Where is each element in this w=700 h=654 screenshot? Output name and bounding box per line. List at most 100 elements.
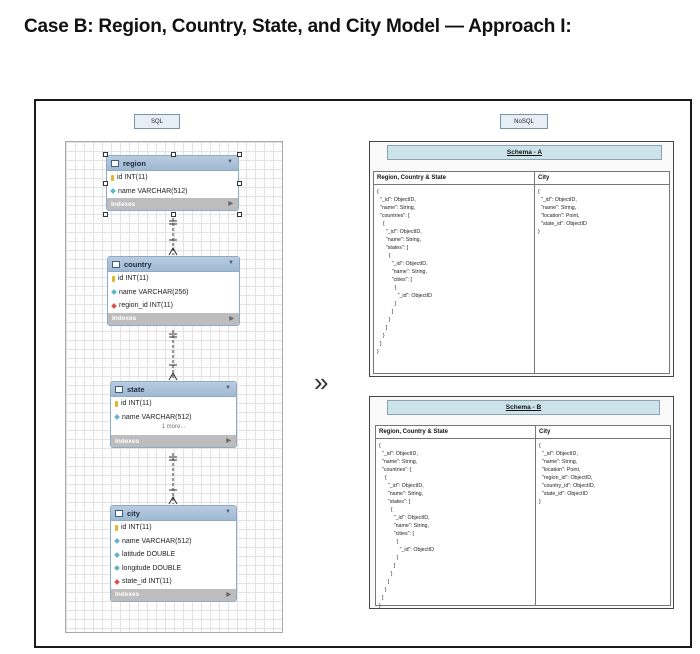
- nosql-label: NoSQL: [500, 114, 548, 129]
- primary-key-icon: [112, 275, 115, 282]
- column-icon: [111, 289, 117, 296]
- column-label: id INT(11): [121, 400, 152, 408]
- indexes-bar[interactable]: Indexes ▶: [111, 588, 236, 601]
- schema-title: Schema - B: [387, 400, 660, 415]
- many-marker: [168, 371, 178, 381]
- table-header[interactable]: state ▼: [111, 382, 236, 397]
- column-label: id INT(11): [117, 174, 148, 182]
- primary-key-icon: [115, 400, 118, 407]
- column-row: name VARCHAR(512): [111, 411, 236, 425]
- column-row: longitude DOUBLE: [111, 562, 236, 576]
- column-row: name VARCHAR(256): [108, 286, 239, 300]
- column-row: id INT(11): [108, 272, 239, 286]
- schema-column-left: Region, Country & State { "_id": ObjectI…: [375, 425, 536, 609]
- column-label: state_id INT(11): [122, 578, 172, 586]
- schema-title: Schema - A: [387, 145, 662, 160]
- column-row: region_id INT(11): [108, 299, 239, 313]
- table-icon: [111, 159, 119, 167]
- collapse-icon[interactable]: ▼: [227, 159, 233, 165]
- more-columns-link[interactable]: 1 more...: [161, 424, 186, 430]
- many-marker: [168, 246, 178, 256]
- column-heading: City: [536, 426, 670, 439]
- table-region[interactable]: region ▼ id INT(11) name VARCHAR(512) Ind…: [106, 155, 239, 211]
- expand-icon[interactable]: ▶: [226, 438, 231, 444]
- indexes-label: Indexes: [115, 437, 140, 445]
- foreign-key-icon: [114, 578, 120, 585]
- selection-handle[interactable]: [171, 152, 176, 157]
- table-name: city: [127, 508, 140, 518]
- column-label: name VARCHAR(512): [122, 413, 192, 421]
- column-icon: [114, 414, 120, 421]
- expand-icon[interactable]: ▶: [229, 315, 234, 322]
- column-icon: [110, 188, 116, 195]
- sql-label: SQL: [134, 114, 180, 129]
- table-header[interactable]: country ▼: [108, 257, 239, 272]
- column-heading: Region, Country & State: [374, 172, 534, 185]
- selection-handle[interactable]: [171, 212, 176, 217]
- table-name: region: [123, 158, 146, 168]
- table-name: state: [127, 384, 145, 394]
- document-structure: { "_id": ObjectID, "name": String, "coun…: [377, 189, 432, 355]
- schema-a-panel: Schema - A Region, Country & State { "_i…: [369, 141, 674, 377]
- page-heading: Case B: Region, Country, State, and City…: [24, 16, 572, 37]
- indexes-label: Indexes: [115, 591, 140, 598]
- table-state[interactable]: state ▼ id INT(11) name VARCHAR(512) 1 mo…: [110, 381, 237, 448]
- schema-column-left: Region, Country & State { "_id": ObjectI…: [373, 171, 535, 374]
- table-header[interactable]: region ▼: [107, 156, 238, 171]
- indexes-bar[interactable]: Indexes ▶: [111, 435, 236, 447]
- column-row: id INT(11): [111, 397, 236, 411]
- selection-handle[interactable]: [103, 152, 108, 157]
- column-row: name VARCHAR(512): [107, 185, 238, 199]
- column-row: id INT(11): [107, 171, 238, 185]
- many-marker: [168, 495, 178, 505]
- indexes-bar[interactable]: Indexes ▶: [108, 312, 239, 325]
- foreign-key-icon: [111, 302, 117, 309]
- document-structure: { "_id": ObjectID, "name": String, "coun…: [379, 443, 434, 609]
- column-label: name VARCHAR(256): [119, 288, 189, 296]
- column-label: latitude DOUBLE: [122, 551, 176, 559]
- column-heading: Region, Country & State: [376, 426, 535, 439]
- selection-handle[interactable]: [103, 181, 108, 186]
- column-row: id INT(11): [111, 521, 236, 535]
- indexes-label: Indexes: [112, 315, 137, 322]
- table-icon: [115, 385, 123, 393]
- selection-handle[interactable]: [237, 212, 242, 217]
- schema-column-right: City { "_id": ObjectID, "name": String, …: [535, 425, 671, 606]
- table-icon: [112, 260, 120, 268]
- table-header[interactable]: city ▼: [111, 506, 236, 521]
- collapse-icon[interactable]: ▼: [228, 260, 234, 266]
- column-row: state_id INT(11): [111, 575, 236, 589]
- column-label: id INT(11): [118, 275, 149, 283]
- column-label: region_id INT(11): [119, 302, 173, 310]
- primary-key-icon: [115, 524, 118, 531]
- collapse-icon[interactable]: ▼: [225, 385, 231, 391]
- column-icon: [114, 538, 120, 545]
- expand-icon[interactable]: ▶: [228, 201, 233, 207]
- table-city[interactable]: city ▼ id INT(11) name VARCHAR(512) latit…: [110, 505, 237, 602]
- indexes-bar[interactable]: Indexes ▶: [107, 198, 238, 210]
- schema-b-panel: Schema - B Region, Country & State { "_i…: [369, 396, 674, 609]
- primary-key-icon: [111, 174, 114, 181]
- table-name: country: [124, 259, 152, 269]
- column-row: name VARCHAR(512): [111, 535, 236, 549]
- expand-icon[interactable]: ▶: [226, 591, 231, 598]
- column-heading: City: [535, 172, 669, 185]
- column-icon: [114, 551, 120, 558]
- column-label: name VARCHAR(512): [122, 537, 192, 545]
- column-label: id INT(11): [121, 524, 152, 532]
- document-structure: { "_id": ObjectID, "name": String, "loca…: [539, 443, 596, 505]
- collapse-icon[interactable]: ▼: [225, 509, 231, 515]
- schema-column-right: City { "_id": ObjectID, "name": String, …: [534, 171, 670, 374]
- column-label: name VARCHAR(512): [118, 187, 188, 195]
- column-label: longitude DOUBLE: [122, 564, 182, 572]
- document-structure: { "_id": ObjectID, "name": String, "loca…: [538, 189, 587, 235]
- indexes-label: Indexes: [111, 200, 136, 208]
- column-row: latitude DOUBLE: [111, 548, 236, 562]
- table-icon: [115, 509, 123, 517]
- selection-handle[interactable]: [103, 212, 108, 217]
- selection-handle[interactable]: [237, 181, 242, 186]
- selection-handle[interactable]: [237, 152, 242, 157]
- transform-arrow-icon: »: [314, 367, 329, 397]
- table-country[interactable]: country ▼ id INT(11) name VARCHAR(256) re…: [107, 256, 240, 326]
